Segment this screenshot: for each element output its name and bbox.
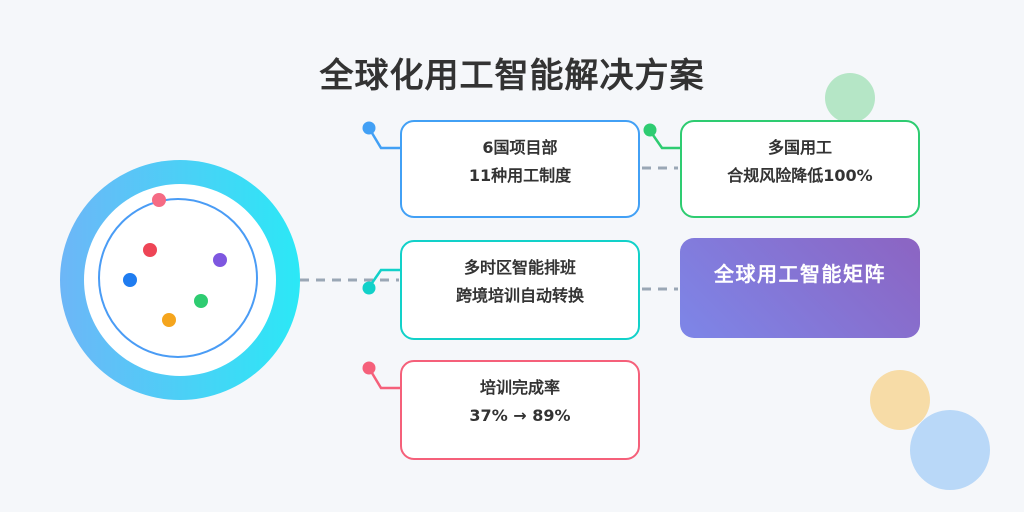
info-box-matrix: 全球用工智能矩阵 xyxy=(680,238,920,338)
globe-inner-circle xyxy=(98,198,258,358)
globe-dot-red-icon xyxy=(143,243,157,257)
info-box-project-line2: 11种用工制度 xyxy=(468,166,572,185)
info-box-training-line1: 培训完成率 xyxy=(479,378,560,397)
globe-dot-blue-icon xyxy=(123,273,137,287)
info-box-compliance: 多国用工 合规风险降低100% xyxy=(680,120,920,218)
hook-connector-teal xyxy=(362,268,400,295)
info-box-compliance-line1: 多国用工 xyxy=(767,138,832,157)
globe-dot-pink-icon xyxy=(152,193,166,207)
hook-connector-pink xyxy=(362,361,400,390)
globe-dot-orange-icon xyxy=(162,313,176,327)
globe-graphic xyxy=(60,160,300,400)
info-box-project: 6国项目部 11种用工制度 xyxy=(400,120,640,218)
decorative-circle-orange xyxy=(870,370,930,430)
info-box-schedule: 多时区智能排班 跨境培训自动转换 xyxy=(400,240,640,340)
globe-dot-purple-icon xyxy=(213,253,227,267)
page-title: 全球化用工智能解决方案 xyxy=(319,56,705,96)
info-box-project-line1: 6国项目部 xyxy=(482,138,558,157)
decorative-circle-green xyxy=(825,73,875,123)
globe-dot-green-icon xyxy=(194,294,208,308)
info-box-compliance-line2: 合规风险降低100% xyxy=(727,166,873,185)
info-box-schedule-line2: 跨境培训自动转换 xyxy=(455,286,584,305)
decorative-circle-blue xyxy=(910,410,990,490)
connector-dot-green-icon xyxy=(643,123,657,137)
info-box-training: 培训完成率 37% → 89% xyxy=(400,360,640,460)
connector-dot-blue-icon xyxy=(362,121,376,135)
hook-connector-green xyxy=(643,123,680,150)
info-box-schedule-line1: 多时区智能排班 xyxy=(463,258,576,277)
info-box-matrix-label: 全球用工智能矩阵 xyxy=(714,262,886,286)
hook-connector-blue xyxy=(362,121,400,150)
connector-dot-pink-icon xyxy=(362,361,376,375)
info-box-training-line2: 37% → 89% xyxy=(469,406,571,425)
connector-dot-teal-icon xyxy=(362,281,376,295)
